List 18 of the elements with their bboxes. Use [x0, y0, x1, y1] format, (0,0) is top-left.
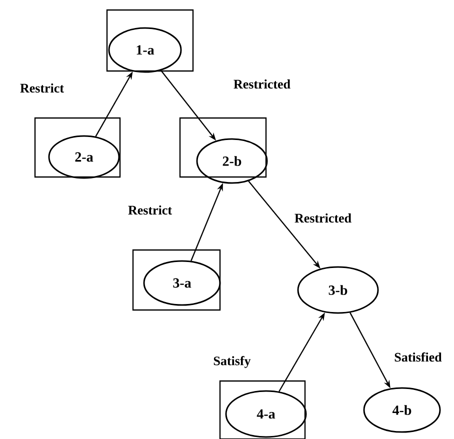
ellipse-node: 4-b — [363, 387, 441, 433]
ellipse-node: 3-a — [143, 260, 221, 306]
box — [34, 117, 121, 178]
ellipse-node: 3-b — [297, 266, 379, 314]
edge-label: Restricted — [232, 78, 292, 90]
ellipse-node: 2-a — [48, 135, 120, 179]
box — [132, 249, 221, 311]
edge-label: Satisfied — [393, 351, 443, 363]
ellipse-node: 1-a — [108, 27, 182, 73]
edge-label: Restrict — [18, 82, 66, 94]
ellipse-node: 2-b — [196, 138, 268, 184]
box — [179, 117, 267, 178]
ellipse-node: 4-a — [225, 390, 307, 438]
box — [106, 9, 194, 72]
edge-label: Restrict — [127, 204, 174, 216]
edge-label: Restricted — [294, 212, 353, 224]
edge-label: Satisfy — [212, 355, 252, 369]
box — [219, 380, 306, 439]
